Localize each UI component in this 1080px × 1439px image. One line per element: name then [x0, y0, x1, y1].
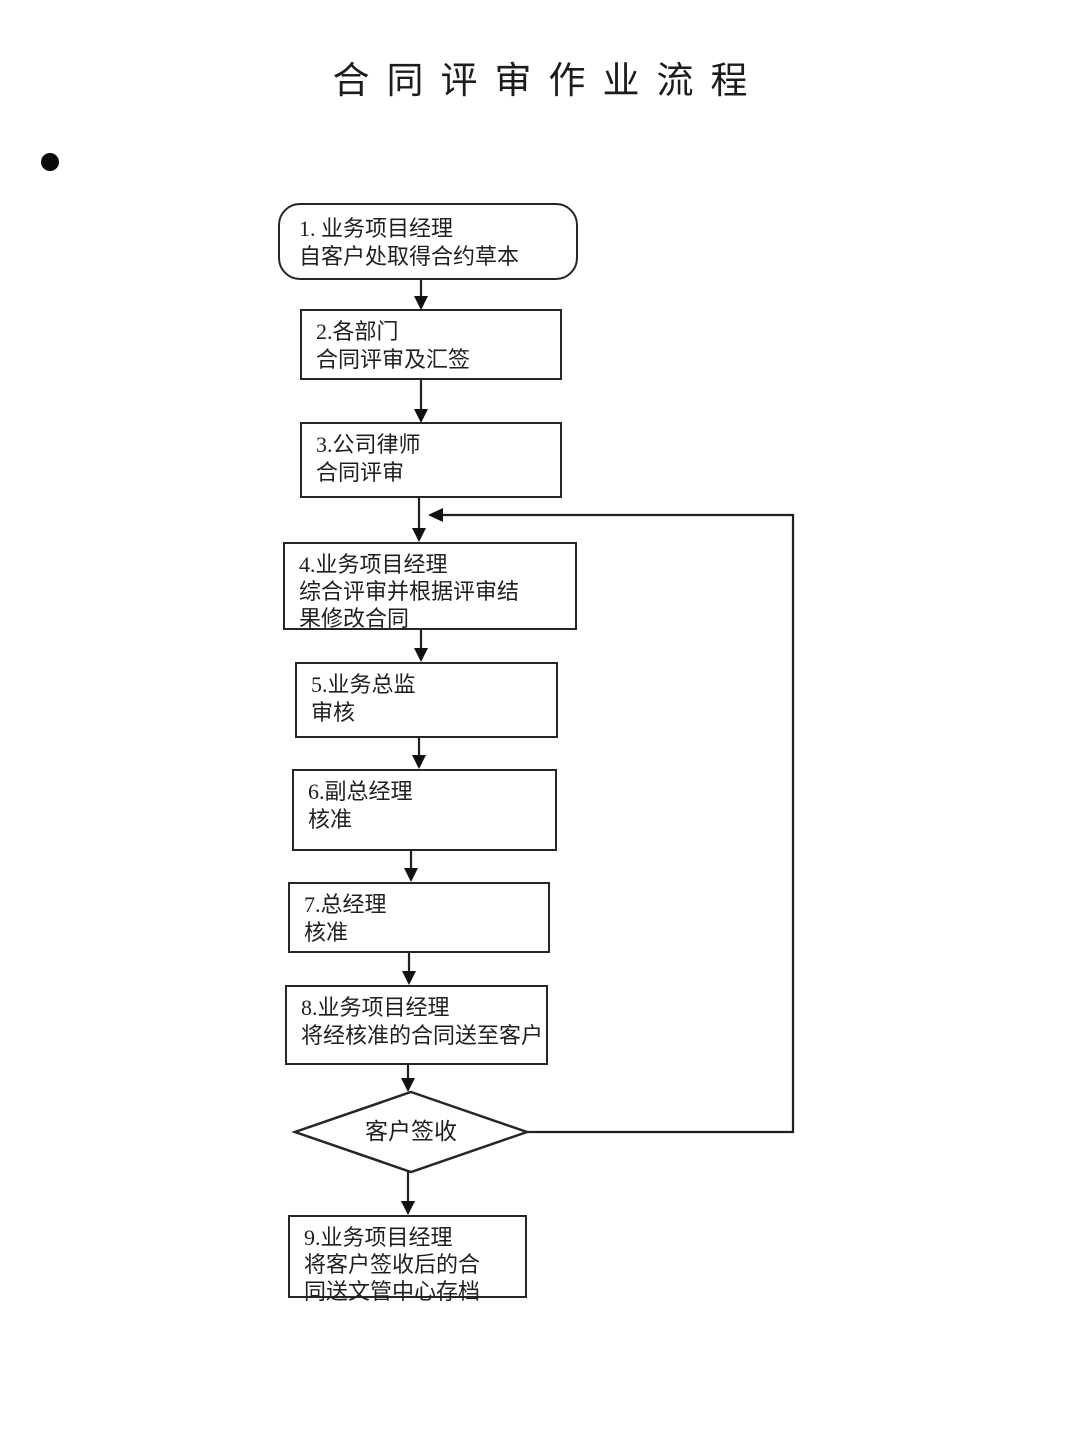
node-text-line: 5.业务总监 — [311, 672, 416, 697]
node-text-line: 合同评审 — [316, 460, 405, 485]
node-text-line: 2.各部门 — [316, 319, 399, 344]
arrow-down-icon — [412, 528, 426, 542]
node-text-line: 果修改合同 — [299, 606, 410, 631]
node-text-line: 9.业务项目经理 — [304, 1225, 453, 1250]
node-text-line: 综合评审并根据评审结 — [299, 579, 520, 604]
arrow-left-icon — [428, 508, 443, 522]
flow-node-7: 7.总经理 核准 — [288, 882, 550, 953]
node-text-line: 将经核准的合同送至客户 — [301, 1023, 544, 1048]
flow-node-4: 4.业务项目经理 综合评审并根据评审结 果修改合同 — [283, 542, 577, 631]
feedback-loop-line — [442, 513, 795, 1134]
arrow-down-icon — [414, 296, 428, 310]
node-text-line: 8.业务项目经理 — [301, 995, 450, 1020]
flow-node-8: 8.业务项目经理 将经核准的合同送至客户 — [285, 985, 548, 1065]
flow-node-6: 6.副总经理 核准 — [292, 769, 557, 851]
flow-node-2: 2.各部门 合同评审及汇签 — [300, 309, 562, 380]
node-text-line: 合同评审及汇签 — [316, 347, 471, 372]
decision-diamond-shape — [291, 1090, 531, 1174]
flow-node-3: 3.公司律师 合同评审 — [300, 422, 562, 498]
flow-node-1: 1. 业务项目经理 自客户处取得合约草本 — [278, 203, 578, 280]
decision-customer-sign-label: 客户签收 — [365, 1119, 457, 1144]
arrow-down-icon — [401, 1078, 415, 1092]
node-text-line: 将客户签收后的合 — [304, 1252, 481, 1277]
node-text-line: 自客户处取得合约草本 — [299, 244, 520, 269]
arrow-down-icon — [412, 755, 426, 769]
flow-node-5: 5.业务总监 审核 — [295, 662, 558, 738]
arrow-down-icon — [401, 1201, 415, 1215]
arrow-down-icon — [414, 409, 428, 423]
page-title: 合同评审作业流程 — [332, 61, 765, 102]
arrow-down-icon — [404, 868, 418, 882]
node-text-line: 核准 — [304, 920, 349, 945]
bullet-icon — [41, 153, 59, 171]
node-text-line: 1. 业务项目经理 — [299, 216, 454, 241]
node-text-line: 7.总经理 — [304, 892, 387, 917]
node-text-line: 核准 — [308, 807, 353, 832]
node-text-line: 审核 — [311, 700, 356, 725]
node-text-line: 3.公司律师 — [316, 432, 421, 457]
arrow-down-icon — [414, 648, 428, 662]
node-text-line: 4.业务项目经理 — [299, 552, 448, 577]
node-text-line: 同送文管中心存档 — [304, 1279, 481, 1304]
flow-node-9: 9.业务项目经理 将客户签收后的合 同送文管中心存档 — [288, 1215, 527, 1304]
arrow-down-icon — [402, 971, 416, 985]
node-text-line: 6.副总经理 — [308, 779, 413, 804]
